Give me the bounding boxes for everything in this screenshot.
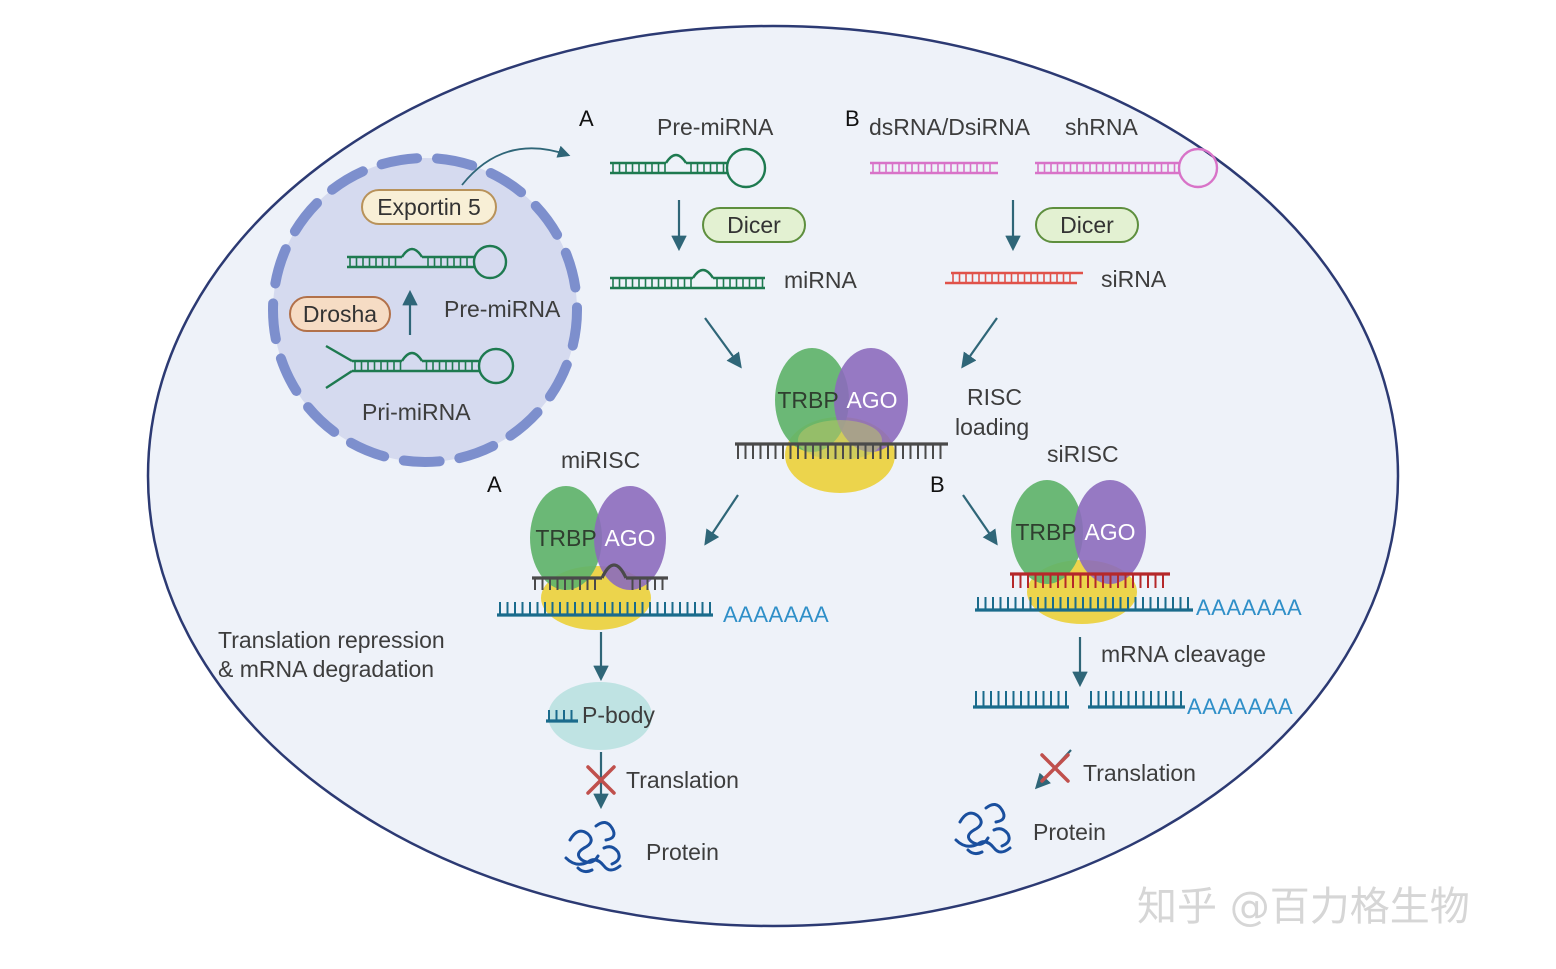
risc-guide-strand: [735, 442, 948, 459]
mirna-duplex: [610, 268, 765, 290]
sirna-label: siRNA: [1101, 266, 1167, 292]
dicer-b-pill: Dicer: [1035, 207, 1139, 243]
mirisc-polya: AAAAAAA: [723, 602, 829, 627]
mirna-label: miRNA: [784, 267, 857, 293]
shrna-hairpin: [1035, 147, 1219, 189]
to-sirisc-arrow: [962, 494, 998, 546]
sirisc-translation-label: Translation: [1083, 760, 1196, 786]
p-body-label: P-body: [582, 702, 655, 728]
dicer-a-pill: Dicer: [702, 207, 806, 243]
mirisc-title: miRISC: [561, 447, 640, 473]
panel-a-lower: A: [487, 472, 502, 497]
mirisc-complex: TRBP AGO: [497, 486, 713, 630]
p-body-mrna-fragment: [546, 710, 578, 723]
watermark: 知乎 @百力格生物: [1137, 884, 1470, 930]
drosha-pill: Drosha: [289, 296, 391, 332]
sirisc-ago-label: AGO: [1084, 519, 1135, 545]
sirisc-block-x-icon: [1040, 753, 1070, 783]
sirisc-polya: AAAAAAA: [1196, 595, 1302, 620]
risc-trbp-label: TRBP: [777, 387, 838, 413]
mirisc-protein-icon: [564, 821, 622, 874]
risc-loading-line2: loading: [955, 414, 1029, 440]
pri-mirna-hairpin: [325, 344, 515, 390]
risc-loading-line1: RISC: [967, 384, 1022, 410]
nucleus-pre-mirna-label: Pre-miRNA: [444, 296, 561, 322]
sirisc-cleavage-label: mRNA cleavage: [1101, 641, 1266, 667]
mirisc-ago-label: AGO: [604, 525, 655, 551]
pre-mirna-hairpin: [610, 147, 767, 189]
sirisc-target-mrna: [975, 597, 1193, 612]
mirisc-effect-line1: Translation repression: [218, 627, 445, 653]
mirisc-target-mrna: [497, 602, 713, 617]
mirisc-trbp-label: TRBP: [535, 525, 596, 551]
sirisc-protein-label: Protein: [1033, 819, 1106, 845]
dicer-b-label: Dicer: [1060, 212, 1114, 238]
nucleus-pre-mirna-hairpin: [347, 244, 508, 280]
sirisc-polya-cleaved: AAAAAAA: [1187, 694, 1293, 719]
sirisc-trbp-label: TRBP: [1015, 519, 1076, 545]
sirna-duplex: [945, 271, 1083, 285]
shrna-label: shRNA: [1065, 114, 1139, 140]
sirisc-guide-strand: [1010, 572, 1170, 588]
exportin-label: Exportin 5: [377, 194, 481, 220]
cleaved-mrna-left: [973, 691, 1069, 709]
sirisc-protein-icon: [954, 803, 1012, 856]
mirisc-protein-label: Protein: [646, 839, 719, 865]
drosha-label: Drosha: [303, 301, 377, 327]
panel-b-lower: B: [930, 472, 945, 497]
sirisc-complex: TRBP AGO: [975, 480, 1193, 624]
mirisc-guide-strand: [532, 563, 668, 590]
dicer-a-label: Dicer: [727, 212, 781, 238]
pri-mirna-label: Pri-miRNA: [362, 399, 471, 425]
risc-complex: TRBP AGO: [735, 348, 948, 493]
mirisc-translation-label: Translation: [626, 767, 739, 793]
mirisc-block-x-icon: [586, 765, 616, 795]
panel-a-top: A: [579, 106, 594, 131]
dsrna-label: dsRNA/DsiRNA: [869, 114, 1031, 140]
to-risc-arrow-b: [961, 317, 998, 369]
dsrna-duplex: [870, 161, 998, 175]
nucleus: [268, 153, 582, 467]
mirisc-effect-line2: & mRNA degradation: [218, 656, 434, 682]
pre-mirna-label: Pre-miRNA: [657, 114, 774, 140]
to-mirisc-arrow: [704, 494, 739, 546]
to-risc-arrow-a: [704, 317, 742, 369]
cleaved-mrna-right: [1088, 691, 1185, 709]
risc-ago-label: AGO: [846, 387, 897, 413]
panel-b-top: B: [845, 106, 860, 131]
cell-membrane: [146, 24, 1400, 928]
p-body: P-body: [546, 682, 655, 750]
exportin-pill: Exportin 5: [361, 189, 497, 225]
sirisc-title: siRISC: [1047, 441, 1119, 467]
export-arrow: [461, 145, 571, 186]
